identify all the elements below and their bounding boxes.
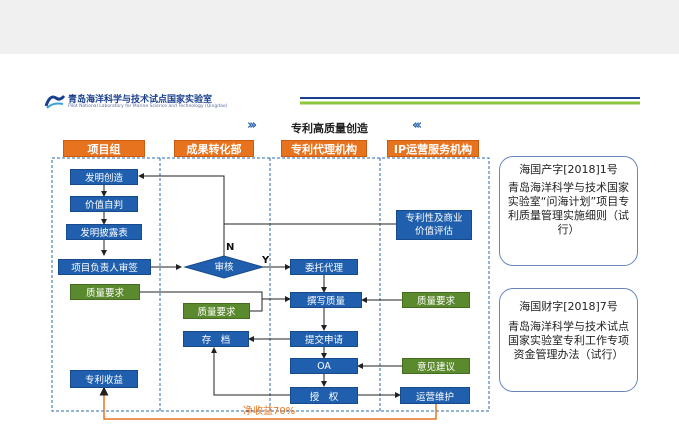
column-ip-service: IP运营服务机构 [387, 140, 479, 157]
doc-card-2: 海国财字[2018]7号 青岛海洋科学与技术试点国家实验室专利工作专项资金管理办… [499, 288, 638, 392]
node-operation: 运营维护 [400, 387, 470, 404]
lab-name: 青岛海洋科学与技术试点国家实验室 [68, 95, 213, 105]
diagram-title: 专利高质量创造 [291, 122, 368, 135]
node-leader-review: 项目负责人审签 [58, 259, 151, 275]
node-delegate: 委托代理 [290, 259, 358, 275]
node-oa: OA [290, 358, 358, 374]
node-quality-req-3: 质量要求 [402, 292, 470, 308]
wave-logo-icon [44, 95, 66, 109]
column-project-team: 项目组 [63, 140, 145, 157]
label-no: N [226, 242, 235, 253]
column-transfer-dept: 成果转化部 [174, 140, 254, 157]
doc-2-body: 青岛海洋科学与技术试点国家实验室专利工作专项资金管理办法（试行） [508, 320, 629, 361]
node-archive: 存 档 [183, 331, 249, 347]
column-patent-agency: 专利代理机构 [281, 140, 367, 157]
lab-name-en: Pilot National Laboratory for Marine Sci… [68, 104, 228, 109]
node-quality-req-1: 质量要求 [70, 284, 140, 300]
node-submit: 提交申请 [290, 331, 358, 347]
doc-1-body: 青岛海洋科学与技术国家实验室“问海计划”项目专利质量管理实施细则（试行） [507, 181, 630, 236]
node-disclosure: 发明披露表 [66, 224, 142, 240]
node-patent-eval: 专利性及商业价值评估 [396, 210, 472, 240]
chevron-right-icon: ››› [247, 118, 257, 133]
node-self-judge: 价值自判 [70, 196, 138, 212]
node-quality-req-2: 质量要求 [183, 303, 250, 319]
node-grant: 授 权 [290, 387, 358, 404]
chevron-left-icon: ‹‹‹ [412, 118, 422, 133]
node-write-quality: 撰写质量 [290, 292, 362, 308]
doc-2-header: 海国财字[2018]7号 [519, 300, 618, 313]
doc-1-header: 海国产字[2018]1号 [519, 163, 618, 176]
lab-logo: 青岛海洋科学与技术试点国家实验室 Pilot National Laborato… [44, 92, 304, 112]
node-review: 审核 [214, 262, 234, 273]
label-net-income: 净收益70% [243, 406, 296, 417]
doc-card-1: 海国产字[2018]1号 青岛海洋科学与技术国家实验室“问海计划”项目专利质量管… [499, 156, 638, 266]
node-invent: 发明创造 [70, 169, 138, 185]
label-yes: Y [262, 255, 270, 266]
node-income: 专利收益 [70, 370, 138, 388]
top-bar [0, 0, 679, 54]
node-opinion: 意见建议 [402, 358, 470, 374]
